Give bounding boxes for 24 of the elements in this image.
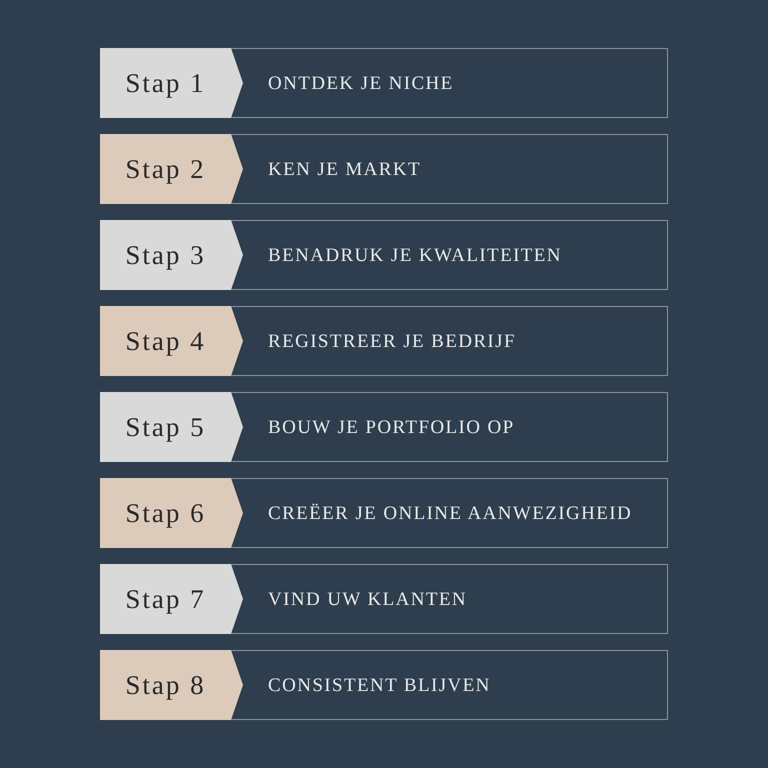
step-box xyxy=(100,306,668,376)
step-box xyxy=(100,478,668,548)
step-title: KEN JE MARKT xyxy=(268,160,421,178)
step-number: Stap 8 xyxy=(125,672,206,698)
step-title: BENADRUK JE KWALITEITEN xyxy=(268,246,562,264)
step-title: REGISTREER JE BEDRIJF xyxy=(268,332,516,350)
step-box xyxy=(100,48,668,118)
step-title: ONTDEK JE NICHE xyxy=(268,74,454,92)
step-title: VIND UW KLANTEN xyxy=(268,590,468,608)
step-box xyxy=(100,134,668,204)
step-title: CREËER JE ONLINE AANWEZIGHEID xyxy=(268,504,632,522)
step-number: Stap 1 xyxy=(125,70,206,96)
step-number: Stap 3 xyxy=(125,242,206,268)
step-title: CONSISTENT BLIJVEN xyxy=(268,676,491,694)
step-number: Stap 6 xyxy=(125,500,206,526)
step-number: Stap 4 xyxy=(125,328,206,354)
step-number: Stap 2 xyxy=(125,156,206,182)
step-number: Stap 5 xyxy=(125,414,206,440)
step-box xyxy=(100,564,668,634)
step-box xyxy=(100,392,668,462)
step-box xyxy=(100,650,668,720)
step-box xyxy=(100,220,668,290)
step-number: Stap 7 xyxy=(125,586,206,612)
step-title: BOUW JE PORTFOLIO OP xyxy=(268,418,515,436)
